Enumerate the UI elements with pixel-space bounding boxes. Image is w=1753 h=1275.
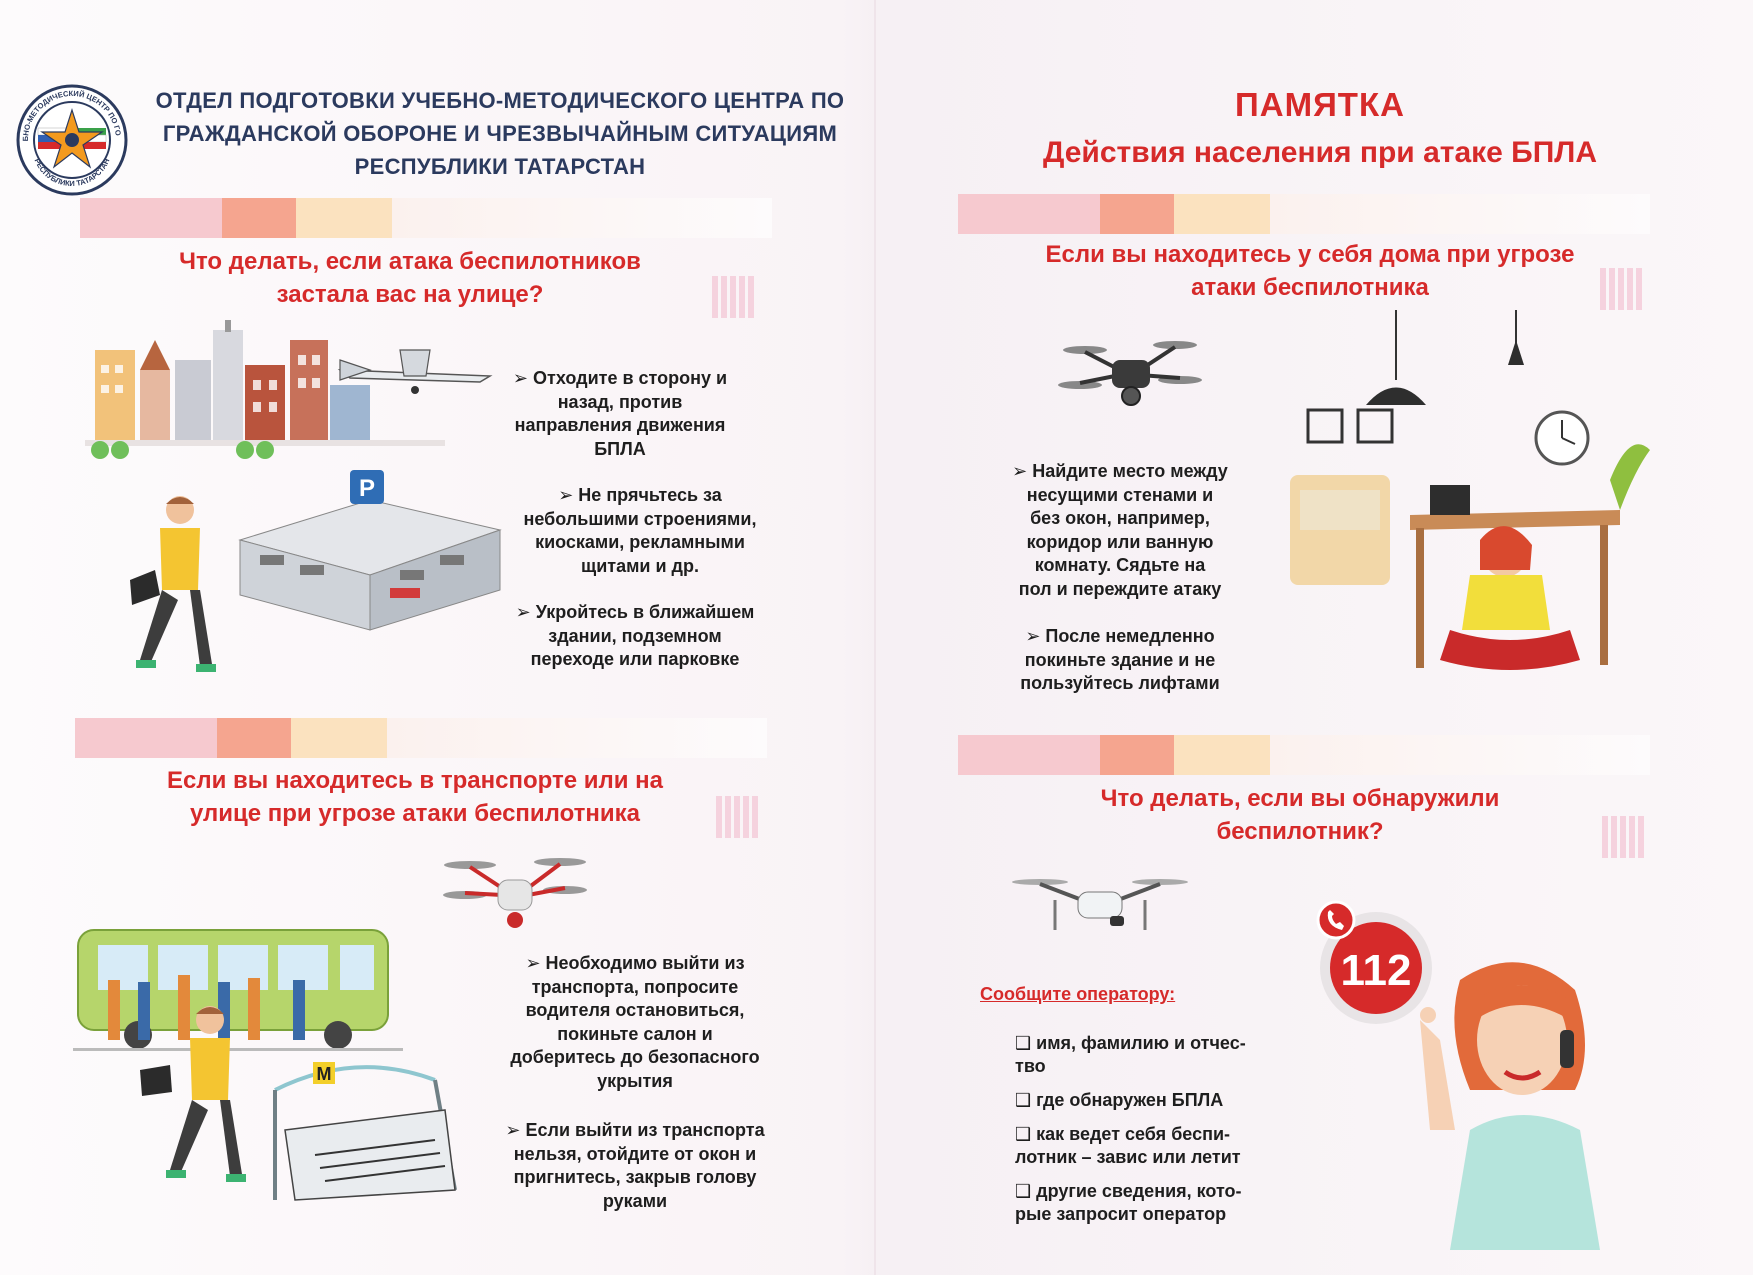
running-man-illustration bbox=[130, 496, 216, 672]
operator-item-2: ❑ где обнаружен БПЛА bbox=[1015, 1090, 1224, 1110]
operator-item-1: ❑ имя, фамилию и отчес-тво bbox=[1015, 1033, 1246, 1076]
memo-title: ПАМЯТКА bbox=[1235, 86, 1405, 123]
emergency-112-badge: 112 bbox=[1316, 900, 1432, 1024]
found-title-line-2: беспилотник? bbox=[1216, 818, 1384, 845]
operator-label: Сообщите оператору: bbox=[980, 984, 1176, 1004]
street-title-line-2: застала вас на улице? bbox=[276, 281, 544, 308]
found-section-title: Что делать, если вы обнаружили беспилотн… bbox=[1000, 782, 1600, 848]
phone-number-112: 112 bbox=[1341, 946, 1412, 995]
organization-name: ОТДЕЛ ПОДГОТОВКИ УЧЕБНО-МЕТОДИЧЕСКОГО ЦЕ… bbox=[130, 84, 870, 183]
metro-entrance-illustration: M bbox=[273, 1062, 457, 1201]
transport-title-line-1: Если вы находитесь в транспорте или на bbox=[167, 767, 663, 794]
decor-dots bbox=[712, 276, 756, 318]
red-quadcopter-drone-icon bbox=[443, 858, 587, 928]
decor-dots bbox=[1600, 268, 1644, 310]
home-title-line-1: Если вы находитесь у себя дома при угроз… bbox=[1045, 241, 1575, 268]
running-man-transport-illustration bbox=[140, 1006, 246, 1182]
fixed-wing-drone-icon bbox=[337, 349, 493, 394]
decor-stripe-found bbox=[958, 735, 1650, 775]
decor-dots bbox=[1602, 816, 1646, 858]
quadcopter-drone-icon bbox=[1058, 341, 1202, 406]
operator-item-4: ❑ другие сведения, кото-рые запросит опе… bbox=[1015, 1181, 1242, 1224]
decor-stripe-transport bbox=[75, 718, 767, 758]
phone-icon bbox=[1327, 910, 1344, 930]
transport-section-title: Если вы находитесь в транспорте или на у… bbox=[90, 764, 740, 830]
city-buildings-illustration bbox=[85, 320, 445, 459]
street-section-title: Что делать, если атака беспилотников зас… bbox=[110, 245, 710, 311]
parking-garage-illustration: P bbox=[238, 470, 502, 631]
page-fold bbox=[874, 0, 876, 1275]
org-line-1: ОТДЕЛ ПОДГОТОВКИ УЧЕБНО-МЕТОДИЧЕСКОГО ЦЕ… bbox=[155, 88, 845, 113]
org-line-2: ГРАЖДАНСКОЙ ОБОРОНЕ И ЧРЕЗВЫЧАЙНЫМ СИТУА… bbox=[162, 121, 838, 146]
bus-stop-illustration bbox=[73, 929, 403, 1051]
operator-item-3: ❑ как ведет себя беспи-лотник – завис ил… bbox=[1015, 1124, 1241, 1167]
decor-stripe-street bbox=[80, 198, 772, 238]
transport-title-line-2: улице при угрозе атаки беспилотника bbox=[189, 800, 641, 827]
home-section-title: Если вы находитесь у себя дома при угроз… bbox=[960, 238, 1660, 304]
home-shelter-illustration bbox=[1290, 310, 1650, 670]
decor-dots bbox=[716, 796, 760, 838]
white-quadcopter-drone-icon bbox=[1012, 879, 1188, 930]
decor-stripe-home bbox=[958, 194, 1650, 234]
street-title-line-1: Что делать, если атака беспилотников bbox=[179, 248, 641, 275]
parking-sign-icon: P bbox=[359, 475, 375, 502]
metro-sign-icon: M bbox=[317, 1064, 332, 1084]
woman-calling-illustration bbox=[1420, 962, 1600, 1250]
org-line-3: РЕСПУБЛИКИ ТАТАРСТАН bbox=[354, 154, 646, 179]
memo-subtitle: Действия населения при атаке БПЛА bbox=[1042, 136, 1598, 169]
organization-logo: УЧЕБНО-МЕТОДИЧЕСКИЙ ЦЕНТР ПО ГО И ЧС РЕС… bbox=[13, 77, 128, 196]
home-title-line-2: атаки беспилотника bbox=[1191, 274, 1429, 301]
found-title-line-1: Что делать, если вы обнаружили bbox=[1100, 785, 1500, 812]
